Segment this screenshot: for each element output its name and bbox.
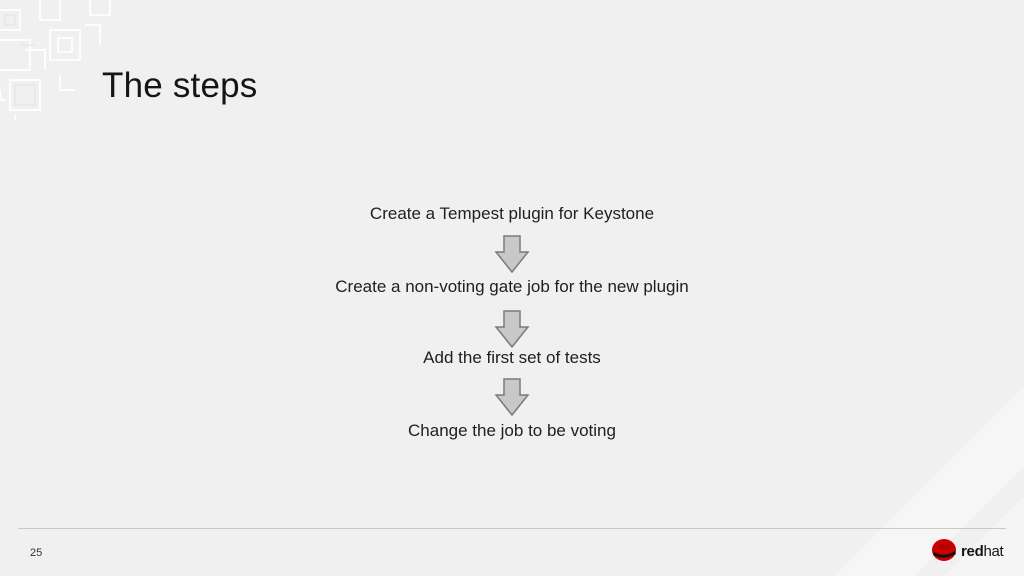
footer-divider <box>18 528 1006 529</box>
step-2-label: Create a non-voting gate job for the new… <box>335 277 689 296</box>
slide-title: The steps <box>102 66 258 105</box>
step-4-label: Change the job to be voting <box>408 421 616 440</box>
corner-pattern-decoration <box>0 0 111 120</box>
down-arrow-icon <box>494 235 530 273</box>
down-arrow-icon <box>494 310 530 348</box>
step-1-label: Create a Tempest plugin for Keystone <box>369 204 655 223</box>
step-3-label: Add the first set of tests <box>423 348 601 367</box>
redhat-logo: redhat <box>931 538 1011 564</box>
page-number: 25 <box>30 547 43 559</box>
redhat-wordmark: redhat <box>961 543 1004 560</box>
redhat-shadowman-icon <box>932 539 956 561</box>
down-arrow-icon <box>494 378 530 416</box>
